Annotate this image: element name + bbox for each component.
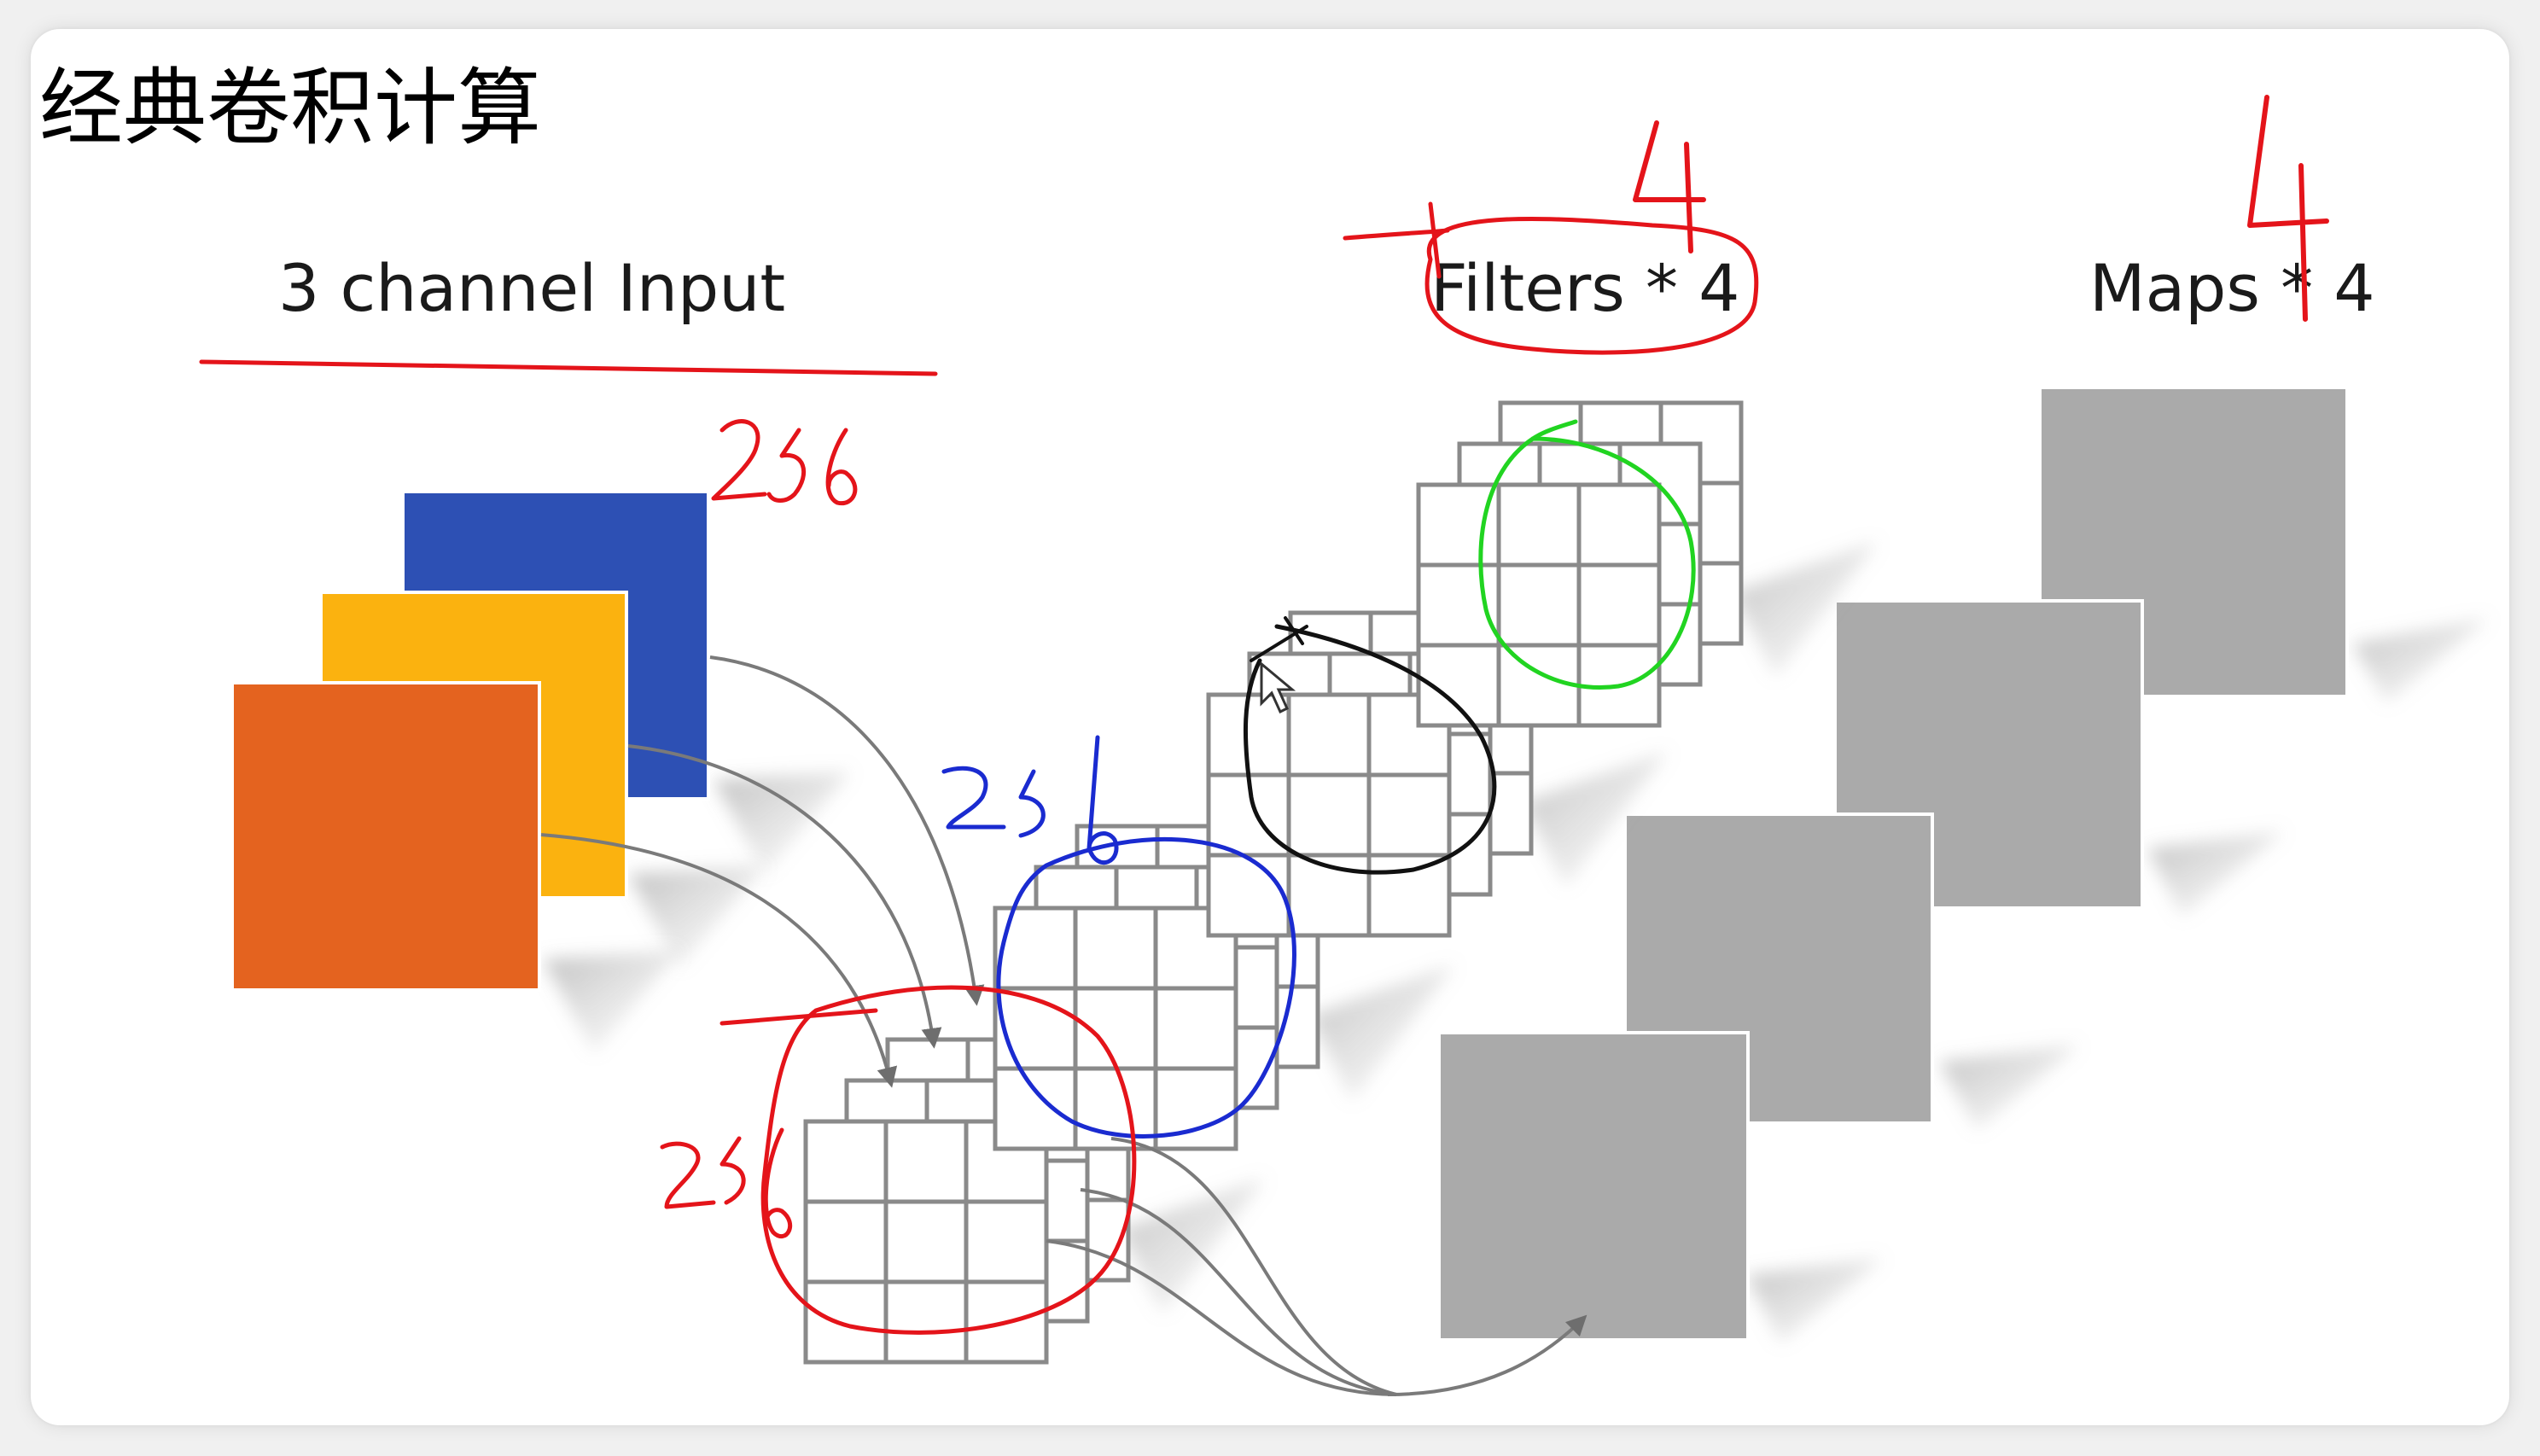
filter-cell xyxy=(803,1119,888,1204)
svg-text:4: 4 xyxy=(1652,193,1657,202)
page-title: 经典卷积计算 xyxy=(39,60,541,157)
top-filter-ellipse xyxy=(1478,436,1696,690)
input-channels xyxy=(230,490,850,1053)
input-size-ink xyxy=(711,419,767,501)
filter-cell xyxy=(1206,853,1291,938)
svg-text:256: 256 xyxy=(722,483,738,492)
filter-cell xyxy=(1153,986,1238,1071)
input-underline xyxy=(199,359,938,376)
output-map-1 xyxy=(1437,1031,1750,1342)
filter-stacks xyxy=(803,400,1878,1365)
svg-text:4: 4 xyxy=(2267,193,2272,202)
filter-cell xyxy=(883,1279,969,1365)
handwritten-annotations xyxy=(199,95,2329,1335)
filters-count-ink xyxy=(1633,120,1706,253)
filter-cell xyxy=(883,1199,969,1284)
filter-cell xyxy=(883,1119,969,1204)
filter-cell xyxy=(803,1279,888,1365)
input-channel-orange xyxy=(230,681,541,992)
filter-cell xyxy=(993,1066,1078,1151)
filter-cell xyxy=(1416,482,1501,568)
filter-cell xyxy=(1496,482,1582,568)
svg-text:256: 256 xyxy=(944,816,960,825)
filters-header: Filters * 4 xyxy=(1430,250,1739,326)
mid-filter-ellipse xyxy=(996,837,1296,1139)
filter-2-layer-3 xyxy=(993,906,1238,1151)
filters-ellipse xyxy=(1424,216,1759,355)
filter-cell xyxy=(964,1279,1049,1365)
filter-cell xyxy=(993,906,1078,991)
filter-cell xyxy=(1286,772,1372,858)
filter-cell xyxy=(1576,482,1662,568)
svg-text:256: 256 xyxy=(662,1191,679,1201)
filter-1-layer-3 xyxy=(803,1119,1049,1365)
bottom-filter-ellipse xyxy=(760,985,1137,1335)
filter-to-map-arrows xyxy=(1046,1137,1588,1396)
filter-cell xyxy=(1366,772,1452,858)
filter-4-stack xyxy=(1416,400,1878,728)
filter-cell xyxy=(964,1199,1049,1284)
input-header: 3 channel Input xyxy=(278,250,785,326)
filter-cell xyxy=(1073,906,1158,991)
mouse-cursor-icon xyxy=(1260,661,1296,714)
mid-size-ink xyxy=(941,766,1006,830)
filter-cell xyxy=(993,986,1078,1071)
maps-count-ink xyxy=(2247,95,2329,322)
filter-cell xyxy=(1286,692,1372,778)
filter-cell xyxy=(1576,562,1662,648)
filter-cell xyxy=(803,1199,888,1284)
filter-cell xyxy=(1496,562,1582,648)
maps-header: Maps * 4 xyxy=(2089,250,2375,326)
output-maps xyxy=(1437,386,2489,1343)
input-to-filter-arrows xyxy=(540,655,985,1088)
third-filter-ellipse xyxy=(1243,624,1497,875)
filter-cell xyxy=(1496,643,1582,728)
slide-canvas: 经典卷积计算 3 channel Input Filters * 4 Maps … xyxy=(31,29,2509,1425)
filter-4-layer-3 xyxy=(1416,482,1662,728)
convolution-diagram: 经典卷积计算 3 channel Input Filters * 4 Maps … xyxy=(39,60,2489,1396)
bottom-size-ink xyxy=(660,1141,716,1209)
filter-cell xyxy=(1366,853,1452,938)
